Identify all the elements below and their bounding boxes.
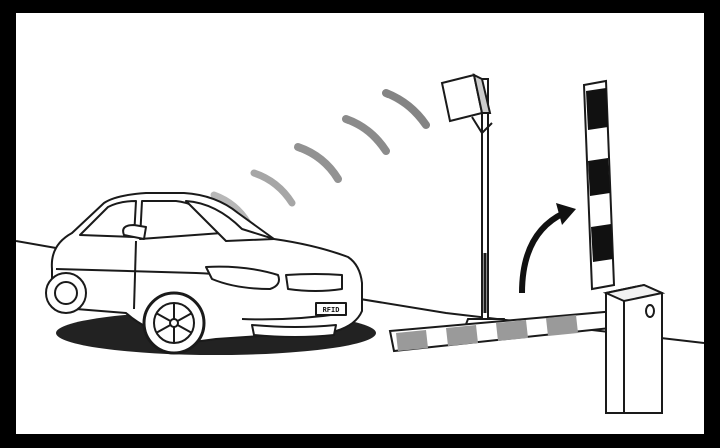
car-lower-intake [252, 325, 336, 337]
barrier-post [606, 285, 662, 413]
barrier-stripe [588, 158, 610, 196]
car: RFID [46, 193, 376, 355]
car-front-hub [170, 319, 178, 327]
license-plate-text: RFID [323, 306, 340, 314]
barrier-stripe [586, 88, 608, 130]
arm-stripe [546, 315, 578, 336]
arm-stripe [446, 325, 478, 346]
arm-stripe [496, 320, 528, 341]
rfid-reader-station [442, 75, 510, 335]
arm-stripe [396, 330, 428, 351]
lift-arrow-icon [522, 203, 576, 293]
raised-barrier [584, 81, 614, 289]
barrier-arm [390, 311, 620, 351]
barrier-stripe [591, 224, 613, 262]
barrier-post-body [606, 285, 662, 413]
barrier-post-hinge [646, 305, 654, 317]
car-rear-rim [55, 282, 77, 304]
illustration-canvas: RFID [16, 13, 704, 434]
parking-scene: RFID [16, 13, 704, 434]
car-grille [286, 274, 342, 291]
